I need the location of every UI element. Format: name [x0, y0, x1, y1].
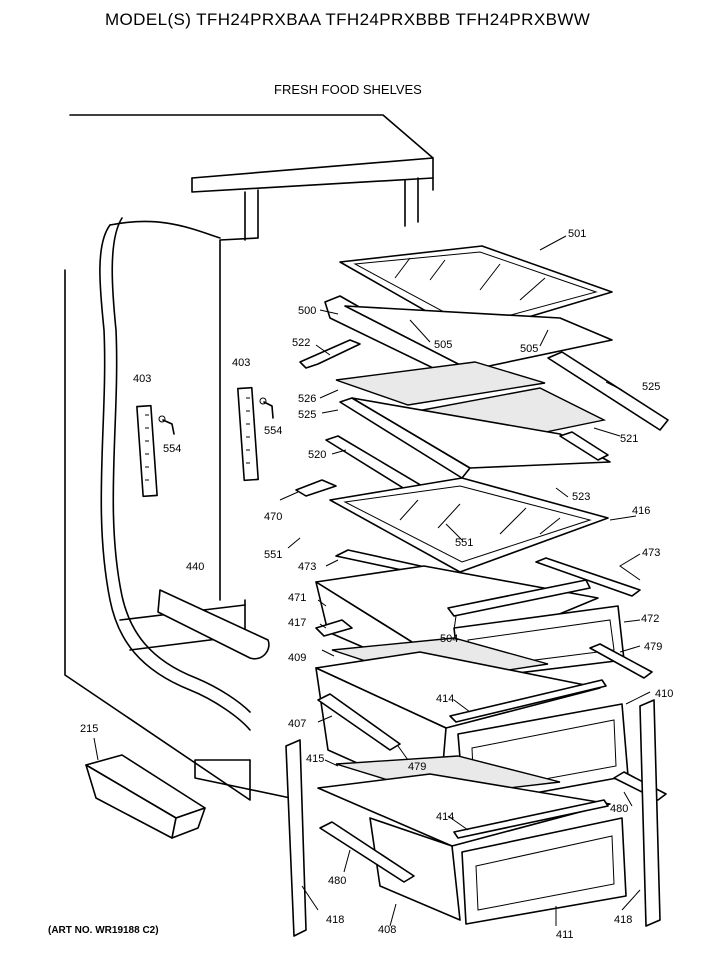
- rail-504: [447, 579, 591, 617]
- vertical-rail-418-right: [639, 699, 661, 927]
- glass-shelf-416: [329, 477, 609, 573]
- shelf-frame-mid: [351, 397, 611, 469]
- callout-418-left: 418: [326, 914, 344, 926]
- callout-415: 415: [306, 753, 324, 765]
- vertical-rail-418-left: [285, 739, 307, 937]
- leader-lines: [93, 235, 651, 927]
- callout-526: 526: [298, 393, 316, 405]
- rail-479-right: [589, 643, 653, 679]
- callout-418-right: 418: [614, 914, 632, 926]
- deflector-440: [157, 589, 270, 660]
- callout-520: 520: [308, 449, 326, 461]
- rail-522: [299, 339, 361, 369]
- door-gasket: [99, 217, 251, 731]
- rail-525-right: [547, 351, 669, 431]
- glass-shelf-501: [339, 245, 613, 336]
- callout-403-left: 403: [133, 373, 151, 385]
- rail-414-lower: [453, 799, 609, 839]
- callout-500: 500: [298, 305, 316, 317]
- bin-215: [85, 754, 206, 839]
- callout-501: 501: [568, 228, 586, 240]
- callout-525-left: 525: [298, 409, 316, 421]
- callout-414-lower: 414: [436, 811, 454, 823]
- shelf-support-left: [136, 404, 175, 498]
- callout-470: 470: [264, 511, 282, 523]
- callout-479-left: 479: [408, 761, 426, 773]
- drawer-front-411: [461, 817, 627, 925]
- rail-473-right: [535, 557, 641, 597]
- callout-504: 504: [440, 633, 458, 645]
- callout-473-left: 473: [298, 561, 316, 573]
- rail-470: [295, 479, 337, 497]
- shelf-support-right: [237, 386, 274, 482]
- callout-409: 409: [288, 652, 306, 664]
- callout-523: 523: [572, 491, 590, 503]
- callout-440: 440: [186, 561, 204, 573]
- rail-480-right: [613, 771, 667, 801]
- callout-505-right: 505: [520, 343, 538, 355]
- rail-417: [315, 619, 353, 637]
- callout-554-left: 554: [163, 443, 181, 455]
- glass-insert-526: [335, 361, 546, 406]
- callout-473-right: 473: [642, 547, 660, 559]
- callout-551-left: 551: [264, 549, 282, 561]
- callout-471: 471: [288, 592, 306, 604]
- callout-480-left: 480: [328, 875, 346, 887]
- rail-480-left: [319, 821, 415, 883]
- rail-523: [559, 431, 609, 461]
- callout-408: 408: [378, 924, 396, 936]
- rail-414-upper: [449, 679, 607, 723]
- callout-403-right: 403: [232, 357, 250, 369]
- callout-411: 411: [556, 929, 574, 941]
- callout-414-upper: 414: [436, 693, 454, 705]
- callout-522: 522: [292, 337, 310, 349]
- callout-labels: 501 500 505 505 522 525 526 525 521 520 …: [80, 228, 673, 941]
- callout-480-right: 480: [610, 803, 628, 815]
- callout-215: 215: [80, 723, 98, 735]
- callout-554-right: 554: [264, 425, 282, 437]
- callout-479-right: 479: [644, 641, 662, 653]
- callout-472: 472: [641, 613, 659, 625]
- diagram-title: MODEL(S) TFH24PRXBAA TFH24PRXBBB TFH24PR…: [105, 10, 591, 29]
- callout-417: 417: [288, 617, 306, 629]
- callout-521: 521: [620, 433, 638, 445]
- art-number: (ART NO. WR19188 C2): [48, 925, 159, 936]
- callout-416: 416: [632, 505, 650, 517]
- crisper-pan-408: [317, 773, 611, 921]
- callout-410: 410: [655, 688, 673, 700]
- callout-525-right: 525: [642, 381, 660, 393]
- callout-551-right: 551: [455, 537, 473, 549]
- callout-505-left: 505: [434, 339, 452, 351]
- rail-407: [317, 693, 401, 751]
- diagram-subtitle: FRESH FOOD SHELVES: [274, 82, 422, 97]
- callout-407: 407: [288, 718, 306, 730]
